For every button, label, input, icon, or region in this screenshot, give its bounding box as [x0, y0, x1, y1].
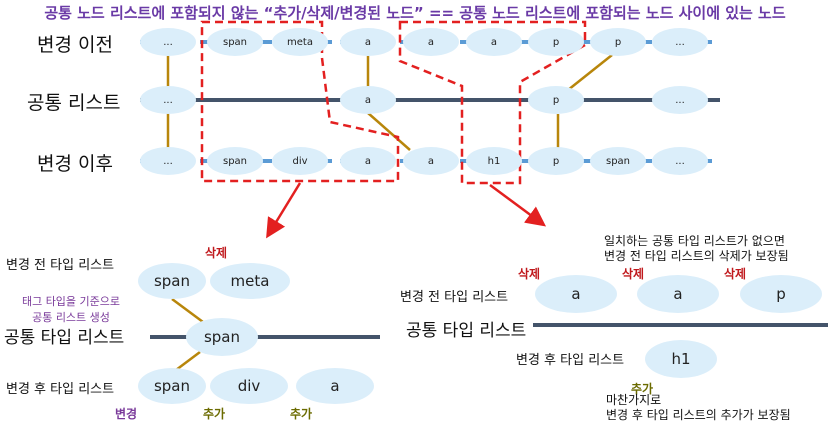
node-common: a — [340, 86, 396, 114]
type-node: a — [637, 275, 719, 313]
node-after: h1 — [466, 147, 522, 175]
node-before: meta — [272, 28, 328, 56]
node-before: ... — [140, 28, 196, 56]
delete-tag: 삭제 — [622, 267, 645, 281]
node-before: a — [403, 28, 459, 56]
node-before: span — [207, 28, 263, 56]
right-before-type-list-label: 변경 전 타입 리스트 — [400, 290, 509, 305]
connector — [567, 54, 613, 91]
node-after: a — [403, 147, 459, 175]
node-before: ... — [652, 28, 708, 56]
delete-tag: 삭제 — [724, 267, 747, 281]
right-note-bottom-line-2: 변경 후 타입 리스트의 추가가 보장됨 — [606, 408, 791, 422]
left-note: 태그 타입을 기준으로 공통 리스트 생성 — [5, 293, 137, 325]
type-node: a — [296, 368, 374, 404]
type-node: h1 — [645, 340, 717, 378]
type-node: span — [186, 318, 258, 356]
row-label-common: 공통 리스트 — [27, 92, 121, 114]
change-tag: 변경 — [115, 407, 138, 421]
node-after: div — [272, 147, 328, 175]
node-after: span — [207, 147, 263, 175]
highlight-region-left — [200, 20, 400, 183]
row-label-before: 변경 이전 — [37, 34, 113, 56]
node-common: p — [528, 86, 584, 114]
node-after: ... — [140, 147, 196, 175]
arrow-left — [266, 182, 302, 239]
row-label-after: 변경 이후 — [37, 153, 113, 175]
left-common-type-list-label: 공통 타입 리스트 — [4, 328, 125, 348]
type-node: div — [210, 368, 288, 404]
delete-tag: 삭제 — [205, 246, 228, 260]
add-tag: 추가 — [631, 382, 654, 396]
type-node: span — [138, 263, 206, 299]
node-before: a — [466, 28, 522, 56]
node-after: ... — [652, 147, 708, 175]
arrow-right — [489, 183, 547, 227]
highlight-region-right — [398, 20, 587, 185]
node-after: span — [590, 147, 646, 175]
node-after: a — [340, 147, 396, 175]
node-before: p — [590, 28, 646, 56]
left-note-line-2: 공통 리스트 생성 — [32, 311, 110, 324]
node-before: a — [340, 28, 396, 56]
right-after-type-list-label: 변경 후 타입 리스트 — [516, 353, 625, 368]
right-note-top-line-2: 변경 전 타입 리스트의 삭제가 보장됨 — [604, 249, 789, 263]
right-note-bottom: 마찬가지로 변경 후 타입 리스트의 추가가 보장됨 — [606, 393, 791, 423]
node-before: p — [528, 28, 584, 56]
right-common-type-list-label: 공통 타입 리스트 — [406, 321, 527, 341]
left-after-type-list-label: 변경 후 타입 리스트 — [6, 382, 115, 397]
node-after: p — [528, 147, 584, 175]
left-note-line-1: 태그 타입을 기준으로 — [21, 295, 121, 308]
node-common: ... — [652, 86, 708, 114]
node-common: ... — [140, 86, 196, 114]
type-node: span — [138, 368, 206, 404]
right-note-top-line-1: 일치하는 공통 타입 리스트가 없으면 — [604, 234, 785, 248]
connector — [367, 112, 411, 151]
connector — [171, 297, 204, 324]
delete-tag: 삭제 — [518, 267, 541, 281]
right-note-top: 일치하는 공통 타입 리스트가 없으면 변경 전 타입 리스트의 삭제가 보장됨 — [604, 234, 789, 264]
type-node: a — [535, 275, 617, 313]
right-note-bottom-line-1: 마찬가지로 — [606, 393, 662, 407]
left-before-type-list-label: 변경 전 타입 리스트 — [6, 258, 115, 273]
type-node: meta — [210, 263, 290, 299]
type-node: p — [740, 275, 822, 313]
diagram-title: 공통 노드 리스트에 포함되지 않는 “추가/삭제/변경된 노드” == 공통 … — [44, 4, 786, 22]
add-tag: 추가 — [203, 407, 226, 421]
add-tag: 추가 — [290, 407, 313, 421]
